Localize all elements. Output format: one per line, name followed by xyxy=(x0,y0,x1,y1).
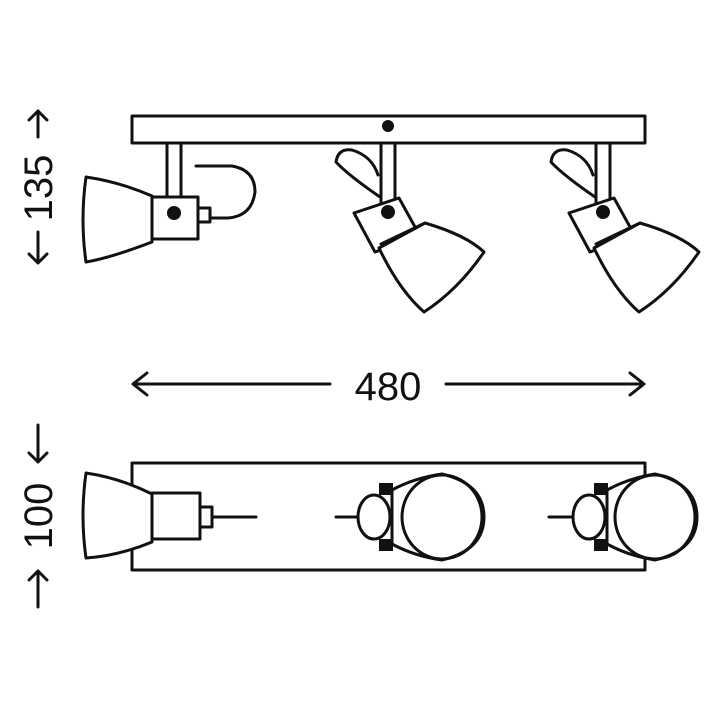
spot-middle-shade xyxy=(377,221,486,314)
top-spot-right-rim xyxy=(613,473,697,561)
top-spot-left xyxy=(81,471,258,560)
side-spot-middle xyxy=(334,141,486,314)
top-spot-left-knob xyxy=(198,505,214,529)
width-arrow-left xyxy=(131,371,332,397)
width-label: 480 xyxy=(355,365,422,409)
top-spot-middle-rim xyxy=(400,473,484,561)
spot-right-pivot xyxy=(596,205,610,219)
height-arrow-bottom xyxy=(27,230,49,265)
top-spot-middle xyxy=(334,472,486,562)
spot-left-stem xyxy=(165,141,183,203)
spot-middle-pivot xyxy=(381,205,395,219)
top-spot-right-joint xyxy=(571,493,607,541)
spot-left-knob xyxy=(196,206,212,224)
depth-arrow-top xyxy=(27,423,49,464)
spot-right-shade xyxy=(592,221,701,314)
depth-label: 100 xyxy=(17,483,61,550)
height-label: 135 xyxy=(17,155,61,222)
side-spot-right xyxy=(549,141,701,314)
top-spot-right xyxy=(547,472,699,562)
side-spot-left xyxy=(81,141,257,264)
spot-right-ring xyxy=(594,222,640,246)
top-spot-right-clip-bottom xyxy=(594,539,608,551)
top-spot-right-clip-top xyxy=(594,483,608,495)
width-arrow-right xyxy=(444,371,646,397)
side-view xyxy=(81,114,701,314)
mounting-screw-hole xyxy=(382,120,394,132)
depth-arrow-bottom xyxy=(27,569,49,609)
top-view xyxy=(81,461,699,572)
top-spot-middle-clip-bottom xyxy=(379,539,393,551)
dimension-width: 480 xyxy=(131,365,646,409)
top-spot-left-shade xyxy=(81,471,154,560)
height-arrow-top xyxy=(27,109,49,139)
spot-middle-ring xyxy=(379,222,425,246)
spot-left-shade xyxy=(81,175,154,264)
spot-middle-cable xyxy=(334,148,382,199)
spot-right-cable xyxy=(549,148,597,199)
spot-left-cable xyxy=(194,164,257,220)
top-spot-middle-joint xyxy=(356,493,392,541)
top-spot-middle-clip-top xyxy=(379,483,393,495)
dimension-height: 135 xyxy=(17,109,61,265)
top-spot-left-joint xyxy=(150,491,202,541)
spot-left-pivot xyxy=(167,206,181,220)
dimension-depth: 100 xyxy=(17,423,61,609)
